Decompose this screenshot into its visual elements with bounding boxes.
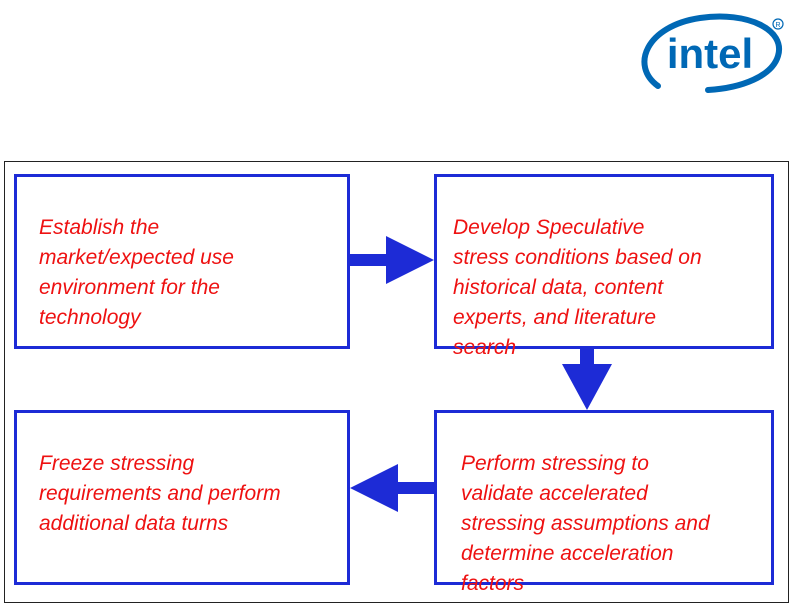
- logo-swoosh: [641, 13, 783, 93]
- step-text: Establish the market/expected use enviro…: [39, 216, 234, 329]
- step-text: Develop Speculative stress conditions ba…: [453, 216, 702, 359]
- logo-registered-r: R: [775, 22, 780, 29]
- step-box-freeze-requirements: Freeze stressing requirements and perfor…: [14, 410, 350, 585]
- step-box-establish-environment: Establish the market/expected use enviro…: [14, 174, 350, 349]
- step-text: Perform stressing to validate accelerate…: [461, 452, 710, 595]
- logo-registered-mark: [772, 18, 784, 30]
- intel-logo: intel R: [641, 13, 784, 93]
- step-box-perform-stressing: Perform stressing to validate accelerate…: [434, 410, 774, 595]
- logo-wordmark: intel: [667, 30, 753, 77]
- diagram-frame: [4, 161, 789, 603]
- arrow-right: [350, 236, 434, 284]
- arrow-left: [350, 464, 434, 512]
- step-box-develop-stress-conditions: Develop Speculative stress conditions ba…: [434, 174, 774, 359]
- arrow-down: [562, 349, 612, 410]
- step-text: Freeze stressing requirements and perfor…: [39, 452, 281, 535]
